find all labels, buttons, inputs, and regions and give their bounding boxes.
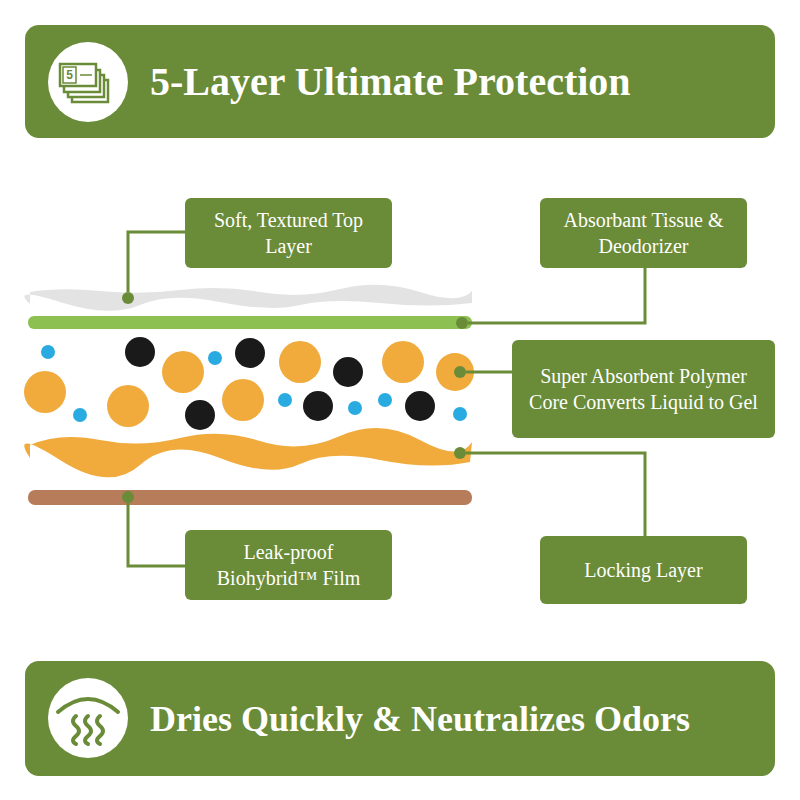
locking-layer (24, 428, 472, 477)
caption-banner (25, 661, 775, 776)
callout-box: Leak-proof Biohybrid™ Film (185, 530, 392, 600)
callout-text: Locking Layer (584, 557, 702, 583)
title-text: 5-Layer Ultimate Protection (150, 25, 765, 138)
title: 5-Layer Ultimate Protection (150, 58, 631, 105)
callout-text: Absorbant Tissue & Deodorizer (550, 207, 737, 259)
caption-text: Dries Quickly & Neutralizes Odors (150, 661, 765, 776)
callout-box: Absorbant Tissue & Deodorizer (540, 198, 747, 268)
top-layer (24, 285, 472, 311)
icon-number: 5 (63, 69, 76, 81)
callout-text: Leak-proof Biohybrid™ Film (195, 539, 382, 591)
title-banner (25, 25, 775, 138)
callout-box: Super Absorbent Polymer Core Converts Li… (512, 340, 775, 438)
polymer-core (24, 337, 474, 430)
callout-box: Soft, Textured Top Layer (185, 198, 392, 268)
callout-text: Super Absorbent Polymer Core Converts Li… (522, 363, 765, 415)
odor-icon (48, 678, 128, 758)
caption: Dries Quickly & Neutralizes Odors (150, 698, 690, 740)
tissue-layer (28, 316, 472, 329)
film-layer (28, 490, 472, 505)
callout-box: Locking Layer (540, 536, 747, 604)
money-stack-icon (48, 42, 128, 122)
leader-dots (122, 292, 468, 503)
callout-text: Soft, Textured Top Layer (195, 207, 382, 259)
